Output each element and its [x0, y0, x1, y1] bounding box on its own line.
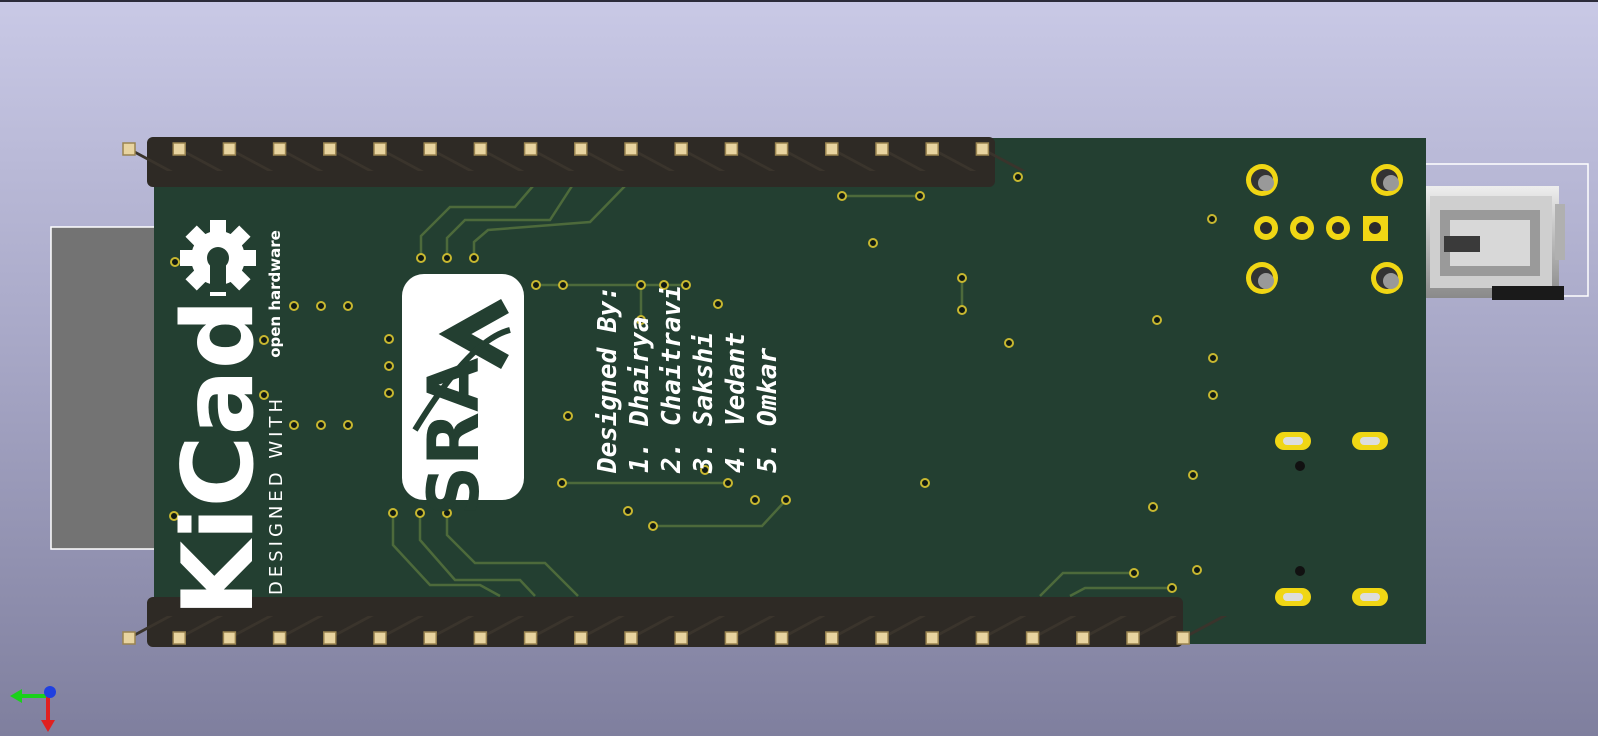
header-pin [774, 616, 826, 645]
header-pin [624, 142, 675, 171]
header-pin [975, 142, 1027, 171]
header-pin [423, 142, 475, 171]
header-pin [875, 616, 926, 645]
credit-name: 2. Chaitravi [657, 285, 687, 474]
header-pin [1025, 616, 1077, 645]
sra-logo: SRA [402, 274, 524, 516]
credits-block: Designed By: 1. Dhairya 2. Chaitravi 3. … [593, 285, 783, 474]
header-pin [373, 616, 424, 645]
header-pin [724, 142, 776, 171]
pcb-board [154, 138, 1426, 644]
header-pin [172, 616, 224, 645]
header-pin [172, 142, 224, 171]
header-pin [523, 616, 575, 645]
connector-pads [1246, 164, 1403, 606]
header-pin [925, 616, 977, 645]
header-pin [925, 142, 977, 171]
header-pin [323, 142, 374, 171]
header-pin [473, 142, 525, 171]
axis-gizmo-icon [10, 686, 56, 732]
header-pin [825, 142, 876, 171]
header-pin [724, 616, 776, 645]
kicad-subtitle: DESIGNED WITH [266, 395, 287, 595]
header-pin [574, 142, 625, 171]
gear-icon [180, 220, 256, 296]
header-pin [1126, 616, 1177, 645]
header-pin [373, 142, 424, 171]
header-pin [574, 616, 625, 645]
window-top-border [0, 0, 1598, 2]
svg-text:SRA: SRA [413, 358, 495, 517]
credit-name: 1. Dhairya [625, 316, 655, 473]
header-pin [523, 142, 575, 171]
credit-name: 5. Omkar [753, 347, 783, 473]
header-pin [473, 616, 525, 645]
header-pin [825, 616, 876, 645]
header-bottom-housing [147, 597, 1183, 647]
module-shadow-block [50, 226, 172, 550]
credit-name: 4. Vedant [721, 332, 751, 473]
header-pin [423, 616, 475, 645]
header-pin [674, 616, 726, 645]
credits-heading: Designed By: [593, 285, 623, 474]
usb-connector [1424, 186, 1565, 300]
kicad-logo: KiCad [162, 299, 276, 617]
oshw-text: open hardware [266, 230, 284, 358]
header-pin [1076, 616, 1127, 645]
header-top-pins [122, 142, 1027, 171]
header-bottom-pins [122, 616, 1228, 645]
header-pin [272, 142, 324, 171]
header-pin [875, 142, 926, 171]
header-pin [222, 142, 274, 171]
header-pin [323, 616, 374, 645]
vias [169, 172, 1218, 593]
header-pin [122, 142, 173, 171]
header-pin [975, 616, 1027, 645]
header-pin [774, 142, 826, 171]
header-pin [272, 616, 324, 645]
header-pin [1176, 616, 1228, 645]
header-pin [222, 616, 274, 645]
header-pin [624, 616, 675, 645]
header-pin [122, 616, 173, 645]
credit-name: 3. Sakshi [689, 332, 719, 474]
header-pin [674, 142, 726, 171]
